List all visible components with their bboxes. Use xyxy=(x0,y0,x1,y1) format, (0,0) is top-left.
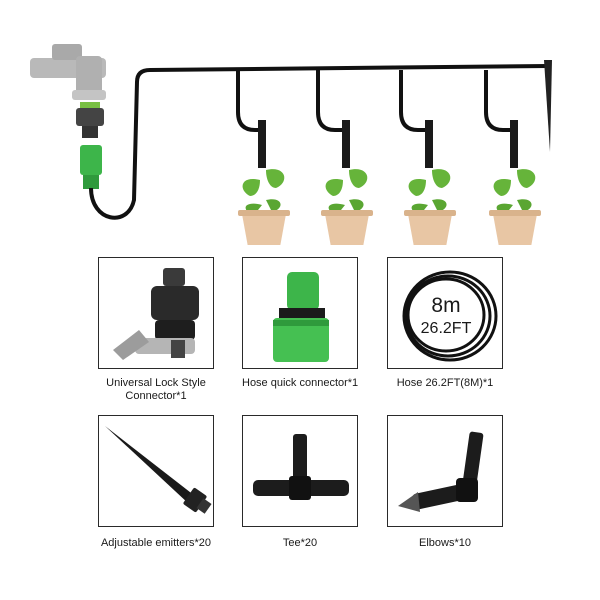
emitter-stake-icon xyxy=(105,426,212,514)
plant-pot-1 xyxy=(236,70,290,245)
product-box-elbows xyxy=(387,415,503,527)
caption-lock-connector: Universal Lock Style Connector*1 xyxy=(98,377,214,403)
elbow-fitting-icon xyxy=(398,431,484,512)
hose-length-meters: 8m xyxy=(431,294,461,317)
faucet-connector-icon xyxy=(76,102,104,138)
hose-coil-icon xyxy=(402,270,498,362)
caption-emitters: Adjustable emitters*20 xyxy=(100,537,212,549)
lock-connector-icon xyxy=(113,268,199,360)
irrigation-system-illustration xyxy=(30,44,552,245)
product-box-lock-connector xyxy=(98,257,214,369)
end-stake-icon xyxy=(544,60,552,152)
product-box-emitters xyxy=(98,415,214,527)
plant-pot-4 xyxy=(484,70,541,245)
product-box-tee xyxy=(242,415,358,527)
caption-lock-connector-line1: Universal Lock Style xyxy=(106,377,206,389)
plant-pot-3 xyxy=(399,70,456,245)
main-hose xyxy=(89,64,549,220)
caption-elbows: Elbows*10 xyxy=(419,537,471,549)
plant-pot-2 xyxy=(316,70,373,245)
quick-connector-icon xyxy=(273,272,329,362)
quick-connector-icon xyxy=(80,145,102,189)
tee-fitting-icon xyxy=(253,434,349,500)
caption-tee: Tee*20 xyxy=(282,537,318,549)
caption-lock-connector-line2: Connector*1 xyxy=(125,390,187,402)
faucet-icon xyxy=(30,44,106,100)
product-box-quick-connector xyxy=(242,257,358,369)
caption-quick-connector: Hose quick connector*1 xyxy=(242,377,359,389)
hose-length-feet: 26.2FT xyxy=(420,320,472,337)
product-box-hose: 8m 26.2FT xyxy=(387,257,503,369)
caption-hose: Hose 26.2FT(8M)*1 xyxy=(396,377,494,389)
